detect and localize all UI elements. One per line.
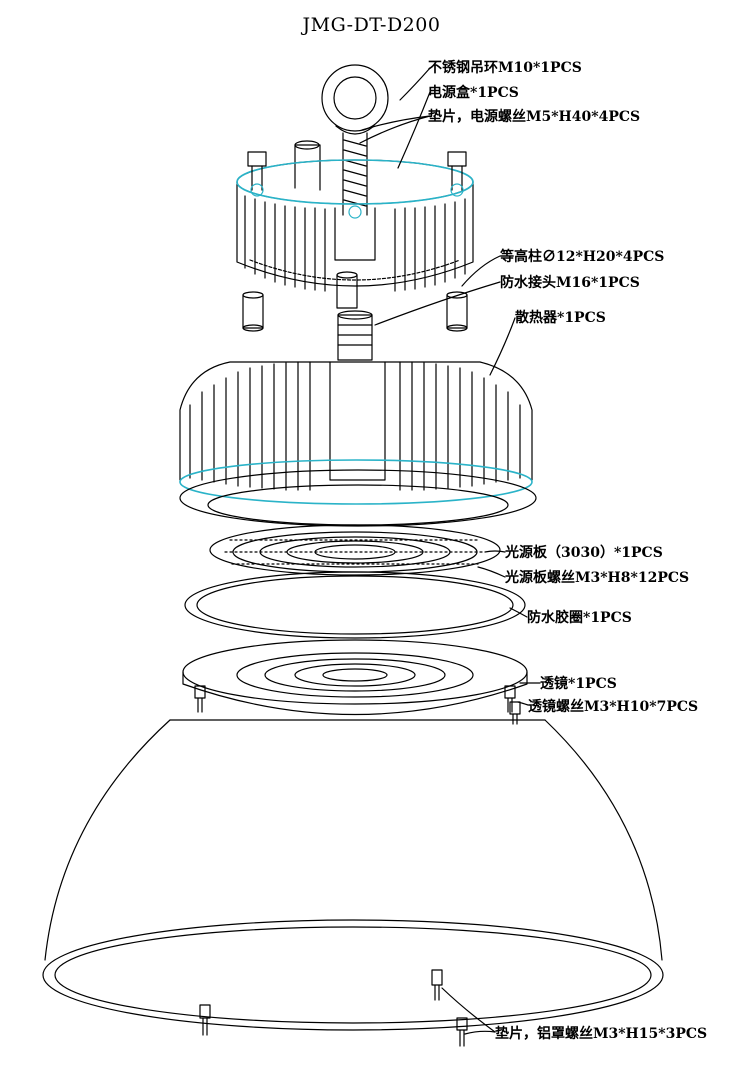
eye-bolt — [321, 64, 389, 216]
label-lens-screw: 透镜螺丝M3*H10*7PCS — [528, 699, 699, 715]
lens — [182, 639, 528, 725]
heatsink — [179, 361, 537, 527]
power-box — [236, 140, 474, 292]
label-power-box: 电源盒*1PCS — [428, 85, 519, 101]
label-light-board: 光源板（3030）*1PCS — [505, 545, 663, 561]
label-waterproof-connector: 防水接头M16*1PCS — [500, 275, 640, 291]
diagram-title: JMG-DT-D200 — [302, 14, 441, 36]
label-washer-power-screw: 垫片，电源螺丝M5*H40*4PCS — [428, 109, 641, 125]
label-reflector-screw: 垫片，铝罩螺丝M3*H15*3PCS — [495, 1026, 708, 1042]
standoffs — [242, 271, 468, 332]
label-lens: 透镜*1PCS — [540, 676, 617, 692]
waterproof-gasket — [184, 571, 526, 639]
leader-lines — [359, 67, 541, 1035]
light-board — [209, 524, 501, 576]
label-waterproof-gasket: 防水胶圈*1PCS — [527, 610, 632, 626]
waterproof-connector — [337, 310, 373, 361]
label-standoff: 等高柱∅12*H20*4PCS — [500, 249, 665, 265]
label-heatsink: 散热器*1PCS — [515, 310, 606, 326]
label-eye-bolt: 不锈钢吊环M10*1PCS — [428, 60, 582, 76]
reflector — [42, 719, 664, 1047]
label-light-board-screw: 光源板螺丝M3*H8*12PCS — [505, 570, 690, 586]
